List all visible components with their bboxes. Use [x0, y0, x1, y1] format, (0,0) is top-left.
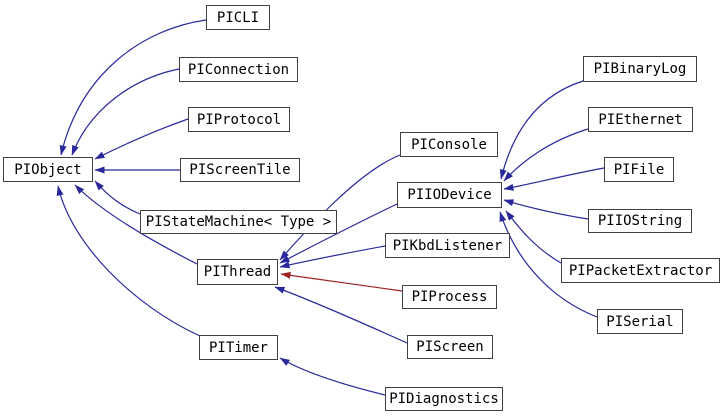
edge-piethernet-piiodevice — [503, 128, 589, 182]
node-pibinarylog[interactable]: PIBinaryLog — [583, 56, 697, 82]
node-pipacketextractor[interactable]: PIPacketExtractor — [561, 258, 720, 283]
edge-piiodevice-pithread — [279, 203, 398, 264]
node-pidiagnostics[interactable]: PIDiagnostics — [385, 387, 503, 411]
node-piconsole[interactable]: PIConsole — [400, 132, 498, 157]
node-piscreen[interactable]: PIScreen — [407, 335, 493, 359]
edge-piprocess-pithread — [280, 271, 403, 292]
public-inheritance-edges — [56, 19, 605, 396]
node-piobject[interactable]: PIObject — [3, 157, 93, 182]
node-pifile[interactable]: PIFile — [604, 157, 674, 182]
node-pikbdlistener[interactable]: PIKbdListener — [385, 233, 510, 258]
edge-piprotocol-piobject — [94, 118, 189, 160]
edge-pikbdlistener-pithread — [279, 245, 386, 269]
edge-pifile-piiodevice — [503, 167, 605, 191]
edge-piiostring-piiodevice — [503, 199, 589, 220]
edge-piserial-piiodevice — [499, 211, 598, 318]
node-piiostring[interactable]: PIIOString — [588, 209, 692, 233]
edge-pistatemachine-piobject — [94, 180, 141, 215]
node-piprocess[interactable]: PIProcess — [402, 285, 497, 309]
edge-pitimer-piobject — [56, 185, 201, 337]
node-pitimer[interactable]: PITimer — [199, 335, 278, 360]
edge-pipacketextractor-piiodevice — [505, 210, 562, 264]
node-piprotocol[interactable]: PIProtocol — [188, 107, 290, 132]
edge-piscreen-pithread — [274, 286, 408, 344]
node-piscreentile[interactable]: PIScreenTile — [180, 158, 300, 182]
node-piethernet[interactable]: PIEthernet — [588, 107, 693, 132]
edge-pibinarylog-piiodevice — [499, 80, 584, 180]
node-piserial[interactable]: PISerial — [597, 309, 683, 334]
node-piconnection[interactable]: PIConnection — [179, 57, 298, 82]
node-pithread[interactable]: PIThread — [197, 259, 278, 285]
private-inheritance-edges — [280, 271, 403, 292]
node-pistatemachine[interactable]: PIStateMachine< Type > — [140, 210, 337, 234]
node-piiodevice[interactable]: PIIODevice — [397, 182, 502, 208]
edge-pithread-piobject — [74, 184, 198, 265]
node-picli[interactable]: PICLI — [206, 5, 270, 30]
edge-piconnection-piobject — [71, 68, 180, 156]
edge-pidiagnostics-pitimer — [279, 357, 386, 396]
edge-piconsole-pithread — [279, 154, 401, 261]
edge-picli-piobject — [59, 19, 207, 156]
